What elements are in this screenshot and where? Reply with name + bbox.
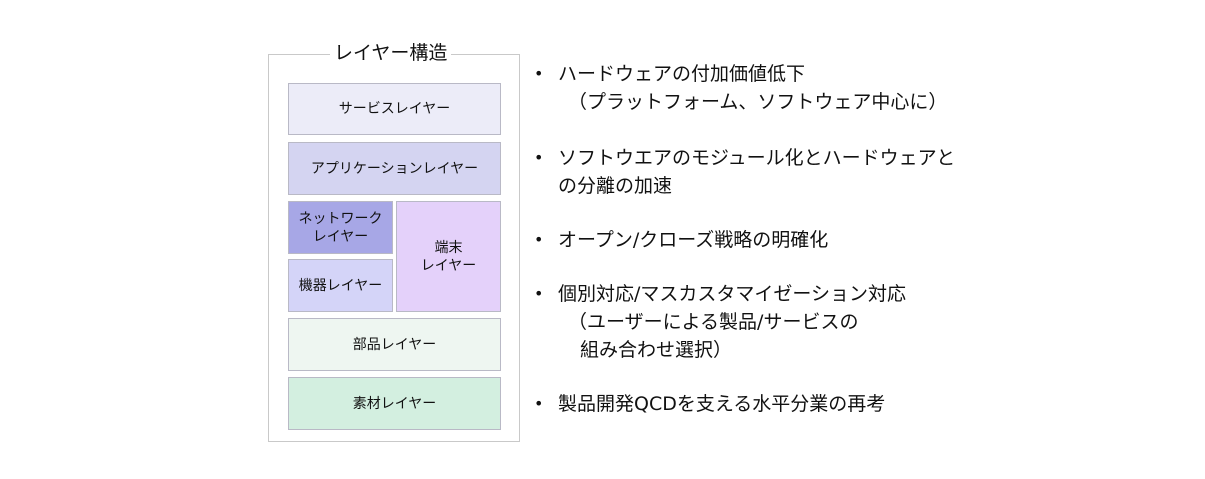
material-layer-box: 素材レイヤー	[288, 377, 501, 430]
parts-layer-box: 部品レイヤー	[288, 318, 501, 371]
layer-structure-title: レイヤー構造	[330, 42, 452, 64]
bullet-line: の分離の加速	[558, 175, 673, 197]
bullet-line: 製品開発QCDを支える水平分業の再考	[558, 393, 886, 415]
network-layer-box: ネットワーク レイヤー	[288, 201, 393, 254]
bullet-line: 個別対応/マスカスタマイゼーション対応	[558, 283, 907, 305]
terminal-layer-box: 端末 レイヤー	[396, 201, 501, 312]
bullet-dot: •	[534, 148, 544, 167]
device-layer-box: 機器レイヤー	[288, 259, 393, 312]
bullet-line: ソフトウエアのモジュール化とハードウェアと	[558, 147, 956, 169]
bullet-line: （ユーザーによる製品/サービスの	[568, 311, 859, 333]
service-layer-box: サービスレイヤー	[288, 83, 501, 135]
bullet-dot: •	[534, 394, 544, 413]
bullet-line: （プラットフォーム、ソフトウェア中心に）	[568, 91, 948, 113]
bullet-line: 組み合わせ選択）	[580, 339, 733, 361]
bullet-line: オープン/クローズ戦略の明確化	[558, 229, 829, 251]
application-layer-box: アプリケーションレイヤー	[288, 142, 501, 195]
bullet-dot: •	[534, 64, 544, 83]
bullet-line: ハードウェアの付加価値低下	[558, 63, 806, 85]
bullet-dot: •	[534, 284, 544, 303]
bullet-dot: •	[534, 230, 544, 249]
